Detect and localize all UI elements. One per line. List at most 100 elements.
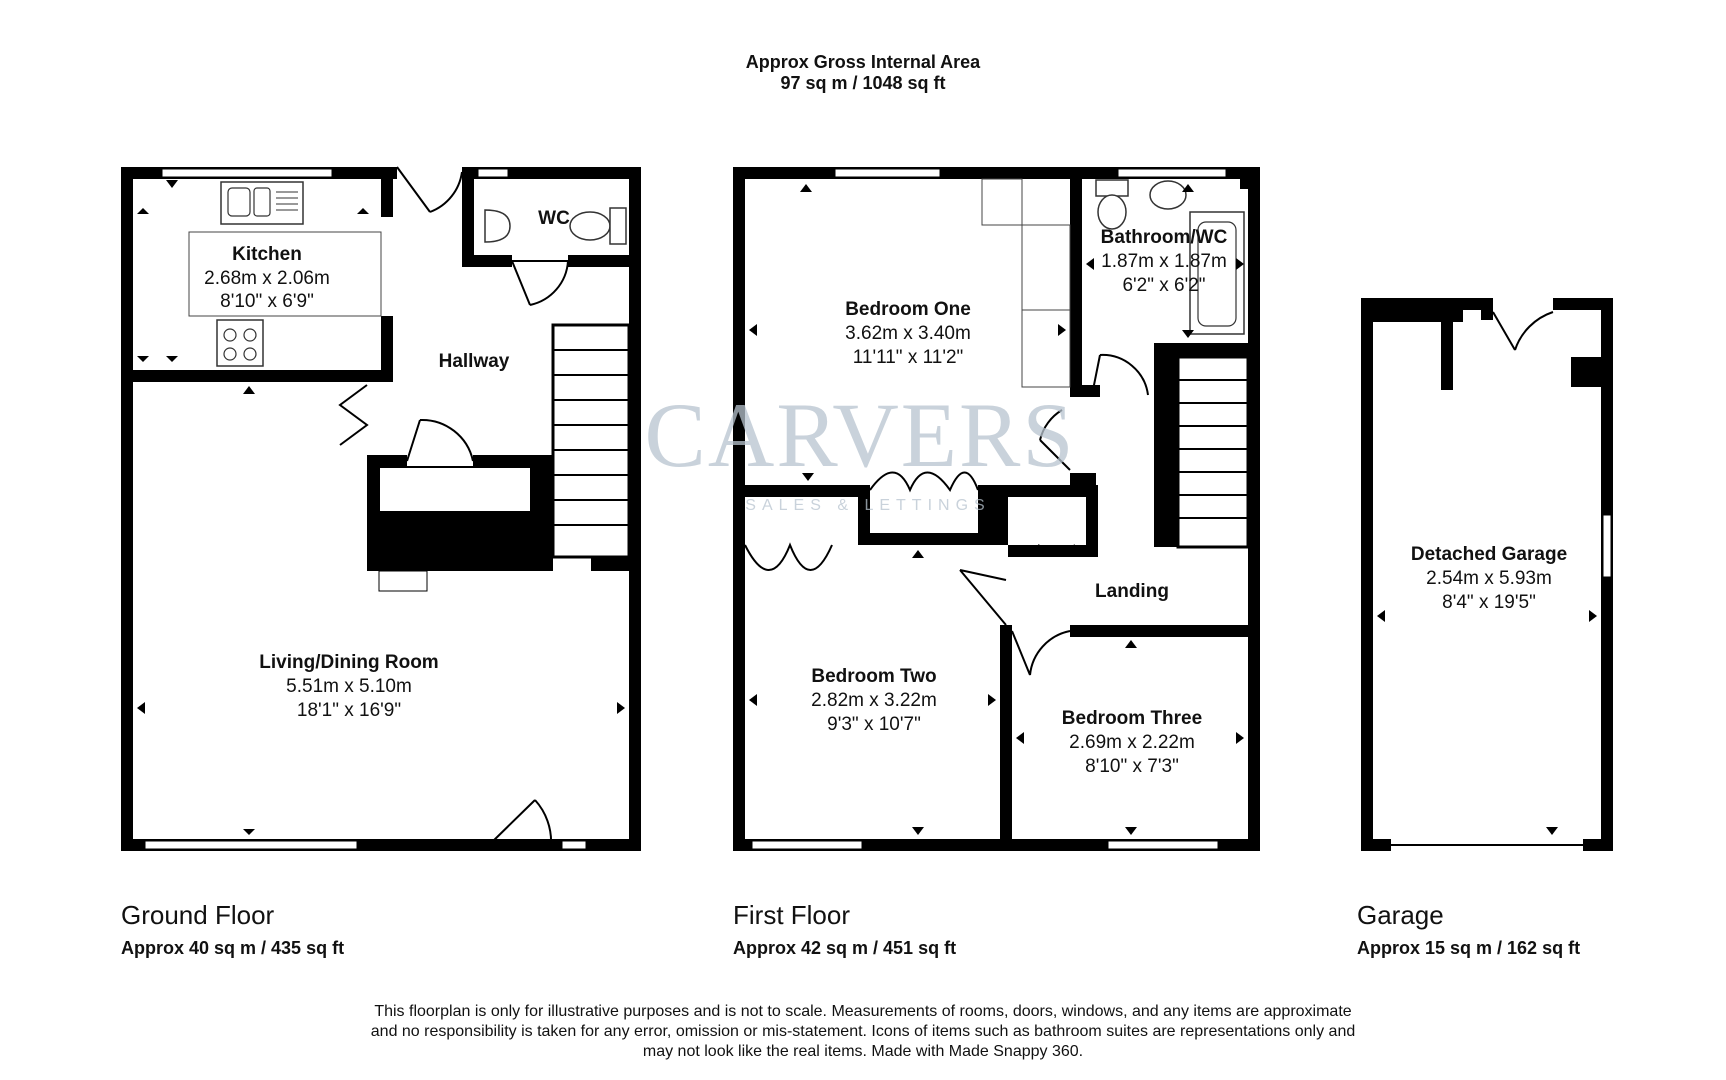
gf-wall-right-lower — [629, 745, 641, 851]
ff-bed1-wall-stub — [1070, 473, 1096, 485]
gf-bifold-door — [338, 384, 369, 446]
ff-bath-left-wall — [1070, 167, 1082, 397]
ff-cupboard-bottom — [858, 533, 990, 545]
first-floor-area: Approx 42 sq m / 451 sq ft — [733, 938, 957, 958]
garage-metric: 2.54m x 5.93m — [1426, 568, 1552, 589]
gf-living-window — [144, 840, 358, 850]
gar-side-door-swing — [1492, 311, 1554, 351]
gar-door-jamb — [1481, 298, 1493, 320]
garage-caption: Garage Approx 15 sq m / 162 sq ft — [1357, 900, 1580, 960]
gf-kitchen-right-wall-top — [381, 167, 393, 217]
watermark-brand: CARVERS — [645, 384, 1076, 486]
bed1-metric: 3.62m x 3.40m — [845, 323, 971, 344]
gf-wc-door-swing — [511, 260, 569, 306]
hob-rings-icon — [223, 328, 257, 361]
ff-bed1-window — [834, 168, 941, 178]
gf-stair-treads — [553, 349, 629, 526]
gf-kitchen-bottom-wall — [121, 370, 393, 382]
sink-bowl-icon — [227, 187, 251, 217]
ff-landing-cupboard-wall — [1086, 485, 1098, 551]
gf-cupboard-top-l — [367, 455, 407, 467]
ff-bed2-door-swing — [959, 569, 1007, 626]
garage-floor-area: Approx 15 sq m / 162 sq ft — [1357, 938, 1581, 958]
bath-cistern-icon — [1095, 179, 1129, 197]
ff-bed1-bottom-wall-l — [733, 485, 858, 497]
gar-side-window — [1602, 514, 1612, 578]
bed2-imperial: 9'3" x 10'7" — [827, 714, 921, 735]
gf-wc-bottom-wall-r — [568, 255, 641, 267]
bed1-label: Bedroom One — [845, 299, 971, 320]
watermark-tagline: SALES & LETTINGS — [745, 497, 990, 514]
gf-hearth — [378, 570, 428, 592]
ff-bath-window — [1117, 168, 1227, 178]
gf-top-door-swing — [396, 166, 463, 213]
bed3-metric: 2.69m x 2.22m — [1069, 732, 1195, 753]
bed2-metric: 2.82m x 3.22m — [811, 690, 937, 711]
gross-area-header: Approx Gross Internal Area 97 sq m / 104… — [0, 52, 1726, 94]
gf-wall-right — [629, 167, 641, 851]
gar-dimension-arrows — [1377, 610, 1597, 835]
ff-bed1-bottom-wall-r — [1008, 485, 1098, 497]
gf-dimension-arrows — [137, 180, 625, 835]
ff-corner — [1240, 167, 1260, 189]
room-labels: Kitchen 2.68m x 2.06m 8'10" x 6'9" WC Ha… — [204, 208, 1567, 777]
bath-icon — [1189, 211, 1245, 335]
sink-bowl-small-icon — [253, 187, 271, 217]
gf-wc-left-wall — [462, 167, 474, 267]
gross-area-value: 97 sq m / 1048 sq ft — [780, 73, 946, 93]
ff-cupboard-left — [858, 485, 870, 545]
gf-wc-window — [477, 168, 509, 178]
ff-bed2-wardrobe-doors — [744, 542, 833, 571]
kitchen-metric: 2.68m x 2.06m — [204, 268, 330, 289]
gf-kitchen-counter — [188, 231, 382, 317]
ff-cupboard-right — [978, 485, 1008, 545]
gar-inner-pier-l — [1441, 310, 1453, 390]
hallway-label: Hallway — [439, 351, 510, 372]
garage-floor-name: Garage — [1357, 900, 1444, 930]
ff-wardrobe — [1021, 224, 1071, 388]
living-label: Living/Dining Room — [259, 652, 438, 673]
gar-wall-bottom-r — [1583, 839, 1613, 851]
cistern-icon — [609, 207, 627, 245]
kitchen-imperial: 8'10" x 6'9" — [220, 291, 314, 312]
gar-wall-top-r — [1553, 298, 1613, 310]
living-metric: 5.51m x 5.10m — [286, 676, 412, 697]
bath-imperial: 6'2" x 6'2" — [1122, 275, 1205, 296]
ff-stair-treads — [1178, 379, 1248, 519]
bath-label: Bathroom/WC — [1101, 227, 1228, 248]
bed2-label: Bedroom Two — [811, 666, 936, 687]
ff-wall-left — [733, 167, 745, 851]
gf-staircase — [551, 323, 631, 559]
gf-kitchen-window — [161, 168, 333, 178]
ff-cupboard-bifold-doors — [869, 471, 979, 493]
disclaimer-line-3: may not look like the real items. Made w… — [642, 1043, 1084, 1060]
first-floor-caption: First Floor Approx 42 sq m / 451 sq ft — [733, 900, 956, 960]
gar-inner-shelf — [1373, 310, 1463, 322]
gf-kitchen-right-wall-bottom — [381, 316, 393, 382]
gf-chimney-breast — [367, 512, 553, 571]
bed3-label: Bedroom Three — [1062, 708, 1202, 729]
gar-inner-pier-r — [1571, 357, 1601, 387]
bed3-imperial: 8'10" x 7'3" — [1085, 756, 1179, 777]
gross-area-title: Approx Gross Internal Area — [745, 52, 981, 72]
first-floor-plan — [733, 167, 1260, 851]
sink-icon — [220, 181, 304, 225]
bed1-imperial: 11'11" x 11'2" — [853, 347, 964, 368]
gf-door-side-window — [561, 840, 587, 850]
bath-metric: 1.87m x 1.87m — [1101, 251, 1227, 272]
gf-wc-bottom-wall-l — [462, 255, 512, 267]
gf-stair-post — [531, 455, 553, 571]
ff-bed3-top-wall — [1070, 625, 1248, 637]
ff-dimension-arrows — [749, 184, 1244, 835]
garage-imperial: 8'4" x 19'5" — [1442, 592, 1536, 613]
disclaimer: This floorplan is only for illustrative … — [313, 1002, 1413, 1062]
ff-wardrobe-top — [981, 178, 1023, 226]
garage-plan — [1361, 298, 1613, 851]
ground-floor-area: Approx 40 sq m / 435 sq ft — [121, 938, 345, 958]
ff-bed2-right-wall — [1000, 625, 1012, 851]
basin-icon — [484, 209, 511, 243]
ff-bed1-door-swing — [1039, 409, 1071, 471]
ff-bed3-window — [1107, 840, 1219, 850]
toilet-icon — [569, 211, 611, 241]
gf-stair-base-wall — [591, 557, 641, 571]
